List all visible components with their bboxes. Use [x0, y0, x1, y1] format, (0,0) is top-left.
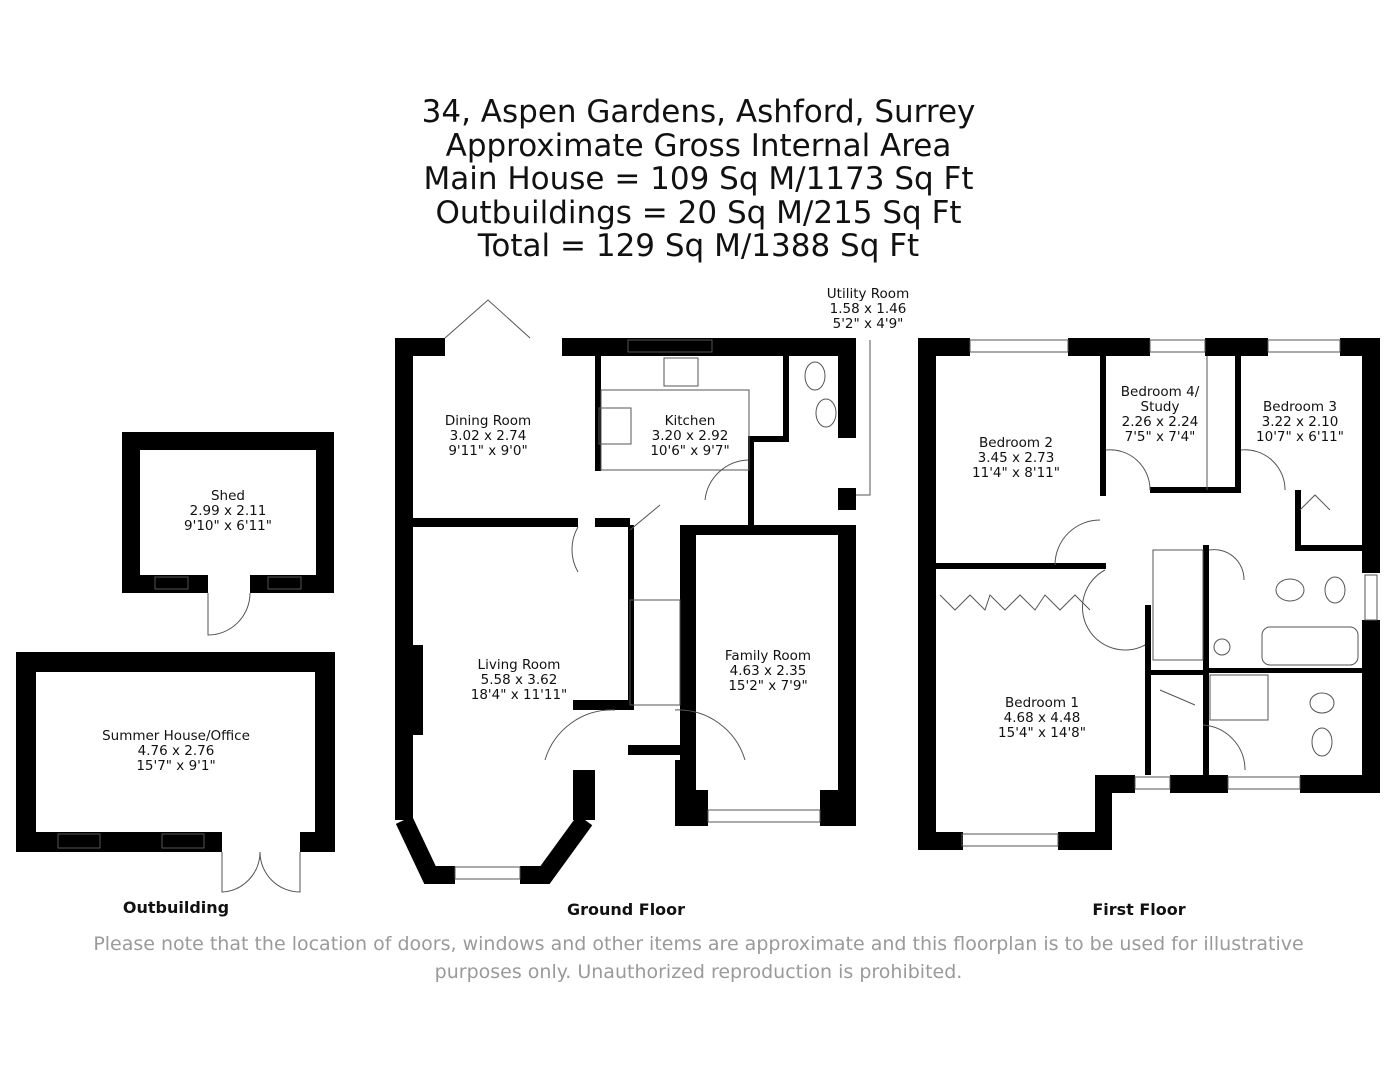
- summer-house-walls: [16, 652, 335, 672]
- room-name: Bedroom 2: [979, 435, 1053, 451]
- kitchen-sink-icon: [663, 357, 699, 387]
- room-label-bedroom-3: Bedroom 3 3.22 x 2.10 10'7" x 6'11": [1256, 400, 1344, 445]
- floorplan-title: 34, Aspen Gardens, Ashford, Surrey Appro…: [0, 94, 1397, 264]
- outbuildings-area: Outbuildings = 20 Sq M/215 Sq Ft: [435, 194, 962, 231]
- disclaimer: Please note that the location of doors, …: [0, 930, 1397, 986]
- room-name: Summer House/Office: [102, 728, 250, 744]
- shower-icon: [1209, 674, 1269, 721]
- dining-bifold-door: [444, 299, 531, 339]
- room-metric: 1.58 x 1.46: [829, 301, 907, 317]
- address: 34, Aspen Gardens, Ashford, Surrey: [421, 94, 976, 130]
- bay-window: [454, 866, 521, 880]
- room-name-2: Study: [1140, 399, 1180, 415]
- room-imperial: 10'7" x 6'11": [1256, 429, 1344, 445]
- shed-door-swing: [207, 592, 251, 636]
- room-label-bedroom-4: Bedroom 4/ Study 2.26 x 2.24 7'5" x 7'4": [1121, 385, 1200, 445]
- room-metric: 3.22 x 2.10: [1261, 414, 1339, 430]
- room-label-shed: Shed 2.99 x 2.11 9'10" x 6'11": [184, 489, 272, 534]
- room-label-family: Family Room 4.63 x 2.35 15'2" x 7'9": [725, 649, 811, 694]
- shed-walls: [122, 432, 334, 450]
- summer-window: [57, 833, 101, 849]
- room-metric: 4.63 x 2.35: [729, 663, 807, 679]
- room-name: Living Room: [477, 657, 561, 673]
- disclaimer-line-1: Please note that the location of doors, …: [93, 933, 1304, 955]
- room-metric: 2.26 x 2.24: [1121, 414, 1199, 430]
- disclaimer-line-2: purposes only. Unauthorized reproduction…: [434, 961, 963, 983]
- room-label-bedroom-1: Bedroom 1 4.68 x 4.48 15'4" x 14'8": [998, 696, 1086, 741]
- room-name: Bedroom 3: [1263, 399, 1337, 415]
- room-imperial: 9'11" x 9'0": [448, 443, 528, 459]
- room-metric: 4.68 x 4.48: [1003, 710, 1081, 726]
- room-imperial: 9'10" x 6'11": [184, 518, 272, 534]
- wardrobe-doors: [939, 594, 1091, 611]
- room-imperial: 15'2" x 7'9": [728, 678, 808, 694]
- hob-icon: [598, 407, 632, 445]
- room-label-living: Living Room 5.58 x 3.62 18'4" x 11'11": [471, 658, 568, 703]
- room-metric: 3.45 x 2.73: [977, 450, 1055, 466]
- room-imperial: 11'4" x 8'11": [972, 465, 1060, 481]
- room-imperial: 15'7" x 9'1": [136, 758, 216, 774]
- room-name: Kitchen: [664, 413, 716, 429]
- room-label-bedroom-2: Bedroom 2 3.45 x 2.73 11'4" x 8'11": [972, 436, 1060, 481]
- bedroom-window: [969, 339, 1069, 353]
- landing-stairs: [1152, 549, 1204, 661]
- room-name: Bedroom 4/: [1120, 384, 1200, 400]
- kitchen-counter: [600, 389, 750, 471]
- floor-label-outbuilding: Outbuilding: [122, 898, 230, 917]
- room-label-kitchen: Kitchen 3.20 x 2.92 10'6" x 9'7": [650, 414, 729, 459]
- floor-label-ground: Ground Floor: [566, 900, 686, 919]
- room-imperial: 10'6" x 9'7": [650, 443, 730, 459]
- area-heading: Approximate Gross Internal Area: [445, 127, 952, 164]
- room-label-dining: Dining Room 3.02 x 2.74 9'11" x 9'0": [445, 414, 531, 459]
- summer-double-door: [221, 851, 301, 893]
- staircase-icon: [629, 599, 681, 706]
- door-swing: [704, 459, 749, 501]
- room-metric: 4.76 x 2.76: [137, 743, 215, 759]
- room-label-summer-house: Summer House/Office 4.76 x 2.76 15'7" x …: [102, 729, 250, 774]
- room-imperial: 5'2" x 4'9": [832, 316, 904, 332]
- room-name: Utility Room: [826, 286, 910, 302]
- kitchen-window: [627, 339, 713, 353]
- room-metric: 2.99 x 2.11: [189, 503, 267, 519]
- family-window: [707, 809, 821, 823]
- room-name: Dining Room: [444, 413, 532, 429]
- room-name: Bedroom 1: [1005, 695, 1079, 711]
- floor-label-first: First Floor: [1092, 900, 1186, 919]
- room-imperial: 18'4" x 11'11": [470, 687, 568, 703]
- basin-icon: [815, 398, 837, 428]
- room-imperial: 15'4" x 14'8": [998, 725, 1086, 741]
- room-metric: 5.58 x 3.62: [480, 672, 558, 688]
- room-metric: 3.20 x 2.92: [651, 428, 729, 444]
- room-name: Family Room: [724, 648, 812, 664]
- toilet-icon: [804, 361, 826, 391]
- fixtures-and-doors: [57, 299, 1378, 893]
- room-name: Shed: [210, 488, 246, 504]
- main-house-area: Main House = 109 Sq M/1173 Sq Ft: [423, 161, 974, 197]
- utility-outline: [856, 340, 871, 496]
- room-metric: 3.02 x 2.74: [449, 428, 527, 444]
- shed-window: [154, 576, 189, 590]
- bath-icon: [1261, 626, 1359, 666]
- total-area: Total = 129 Sq M/1388 Sq Ft: [477, 228, 920, 264]
- room-imperial: 7'5" x 7'4": [1124, 429, 1196, 445]
- room-label-utility: Utility Room 1.58 x 1.46 5'2" x 4'9": [827, 287, 909, 332]
